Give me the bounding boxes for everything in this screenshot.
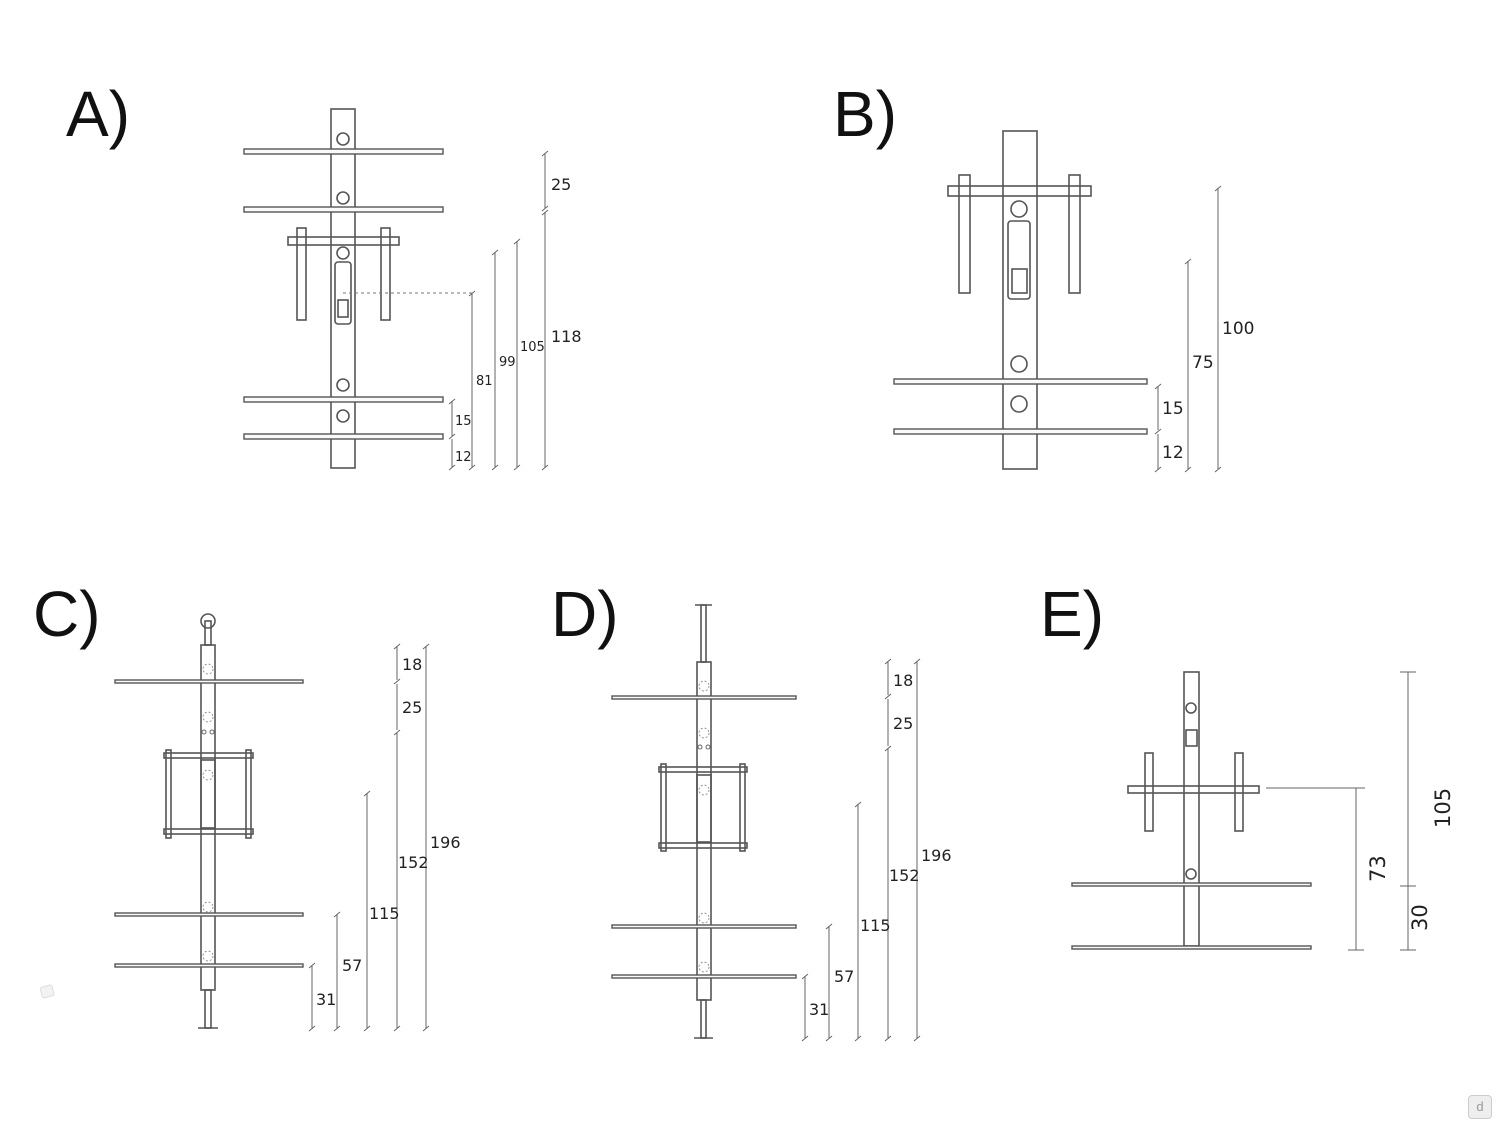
d-logo-icon: d [1468, 1095, 1492, 1119]
dim-d-57: 57 [834, 967, 854, 986]
panel-e: E) 105 73 30 [1040, 578, 1455, 951]
dim-e-30: 30 [1408, 904, 1432, 931]
panel-a: A) 25 [66, 78, 582, 471]
panel-c-label: C) [33, 578, 101, 650]
panel-e-label: E) [1040, 578, 1104, 650]
dim-a-81: 81 [476, 374, 493, 389]
dim-b-100: 100 [1222, 319, 1254, 339]
dim-e-105: 105 [1431, 788, 1455, 828]
dim-a-12: 12 [455, 450, 472, 465]
dim-a-99: 99 [499, 355, 516, 370]
dim-c-57: 57 [342, 956, 362, 975]
dim-d-196: 196 [921, 846, 952, 865]
panel-b-dimension-lines [1154, 185, 1222, 473]
panel-c: C) [33, 578, 461, 1032]
panel-a-stand [243, 108, 472, 469]
dim-b-75: 75 [1192, 353, 1214, 373]
panel-d: D) [551, 578, 952, 1042]
panel-b: B) 100 75 15 12 [833, 78, 1254, 473]
dim-c-196: 196 [430, 833, 461, 852]
dim-d-25: 25 [893, 714, 913, 733]
dim-a-118: 118 [551, 327, 582, 346]
dim-a-25: 25 [551, 175, 571, 194]
dim-c-31: 31 [316, 990, 336, 1009]
faint-square-icon [39, 984, 55, 999]
panel-b-stand [893, 130, 1148, 470]
dim-b-12: 12 [1162, 443, 1184, 463]
dim-d-18: 18 [893, 671, 913, 690]
panel-d-dimension-lines [801, 658, 921, 1042]
panel-d-label: D) [551, 578, 619, 650]
panel-d-stand [611, 604, 797, 1039]
dim-c-152: 152 [398, 853, 429, 872]
watermark-text: d [1476, 1099, 1484, 1114]
dim-a-105: 105 [520, 340, 545, 355]
panel-a-label: A) [66, 78, 130, 150]
panel-b-label: B) [833, 78, 897, 150]
dim-c-115: 115 [369, 904, 400, 923]
panel-c-stand [114, 613, 304, 1029]
dim-c-18: 18 [402, 655, 422, 674]
dim-e-73: 73 [1366, 855, 1390, 882]
dim-c-25: 25 [402, 698, 422, 717]
dim-a-15: 15 [455, 414, 472, 429]
panel-e-stand [1071, 671, 1365, 950]
dim-d-115: 115 [860, 916, 891, 935]
panel-a-dimension-lines [448, 150, 549, 471]
dim-d-31: 31 [809, 1000, 829, 1019]
panel-e-dimension-lines [1348, 671, 1416, 951]
panel-c-dimension-lines [308, 643, 430, 1032]
dim-b-15: 15 [1162, 399, 1184, 419]
dim-d-152: 152 [889, 866, 920, 885]
